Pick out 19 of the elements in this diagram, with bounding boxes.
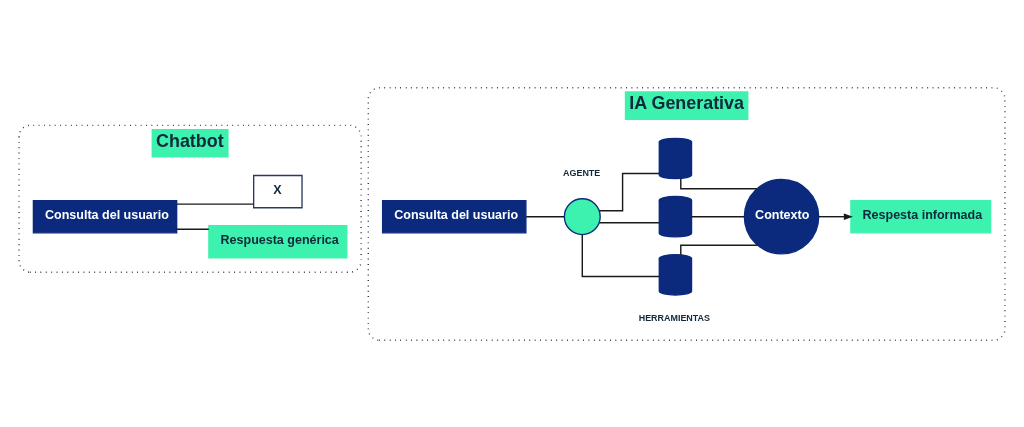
- node-box: Respuesta genérica: [208, 224, 348, 259]
- node-label: HERRAMIENTAS: [638, 312, 711, 323]
- connector: [598, 172, 660, 211]
- node-box: Consulta del usuario: [381, 199, 527, 233]
- node-box: Respesta informada: [850, 199, 992, 233]
- connector: [176, 228, 210, 230]
- node-circle: Contexto: [743, 178, 820, 254]
- connector: [680, 244, 759, 255]
- connector: [581, 233, 660, 277]
- node-label: AGENTE: [563, 167, 601, 178]
- node-box: X: [253, 174, 303, 208]
- connector: [598, 221, 660, 223]
- node-box: Consulta del usuario: [32, 199, 178, 233]
- node-circle: [563, 197, 601, 235]
- connector: [680, 177, 758, 189]
- connector: [691, 215, 745, 217]
- connector: [525, 215, 565, 217]
- arrow: [818, 213, 853, 220]
- connector: [176, 202, 255, 205]
